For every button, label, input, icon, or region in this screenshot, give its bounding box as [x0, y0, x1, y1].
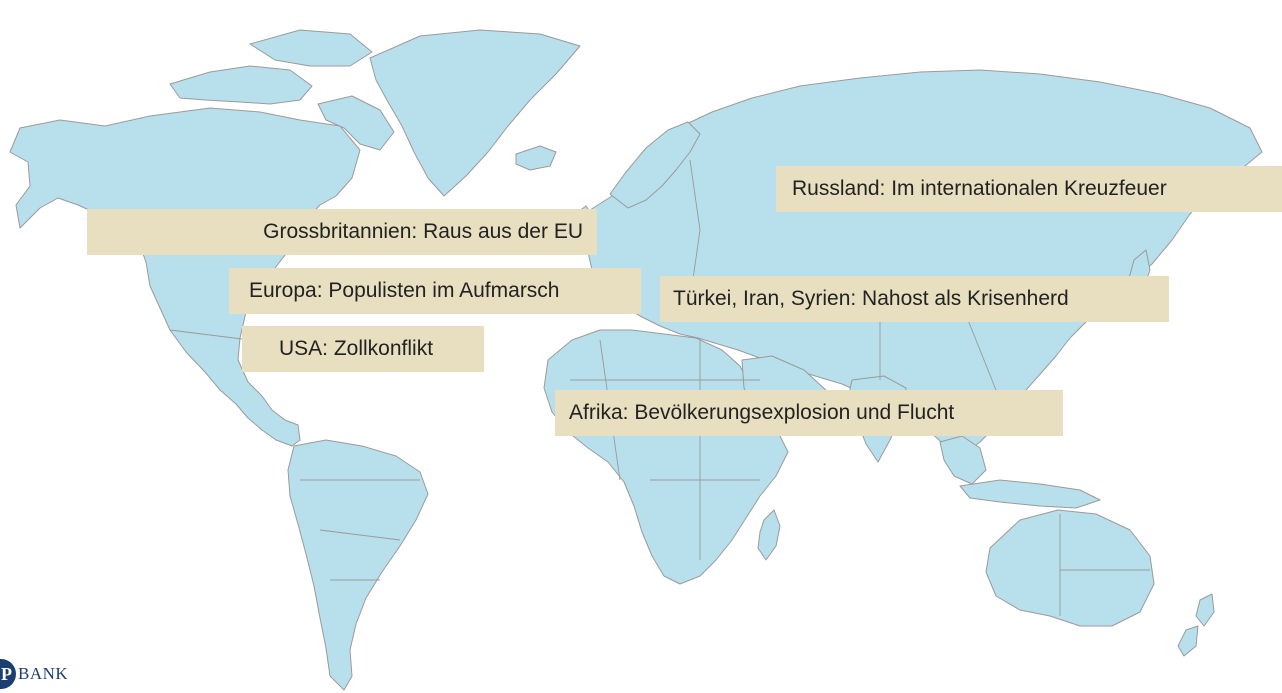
greenland — [369, 29, 581, 197]
southeast-asia — [939, 435, 987, 485]
baffin-island — [317, 95, 395, 151]
north-america — [9, 107, 361, 447]
scandinavia — [609, 121, 701, 209]
bank-logo-text: BANK — [18, 664, 69, 683]
madagascar — [757, 509, 781, 561]
label-russia: Russland: Im internationalen Kreuzfeuer — [776, 166, 1282, 212]
arctic-islands — [169, 65, 313, 105]
arctic-islands-north — [249, 29, 373, 67]
label-usa: USA: Zollkonflikt — [242, 326, 484, 372]
south-america — [287, 439, 429, 691]
label-middle-east: Türkei, Iran, Syrien: Nahost als Krisenh… — [660, 276, 1169, 322]
label-africa: Afrika: Bevölkerungsexplosion und Flucht — [555, 390, 1063, 436]
us-mexico-border — [169, 329, 251, 341]
iceland — [515, 145, 557, 171]
label-great-britain: Grossbritannien: Raus aus der EU — [87, 209, 597, 255]
australia — [985, 509, 1155, 627]
south-america-borders — [300, 479, 420, 581]
new-zealand-south — [1177, 625, 1199, 657]
bank-logo: P BANK — [0, 655, 68, 693]
new-zealand — [1195, 593, 1215, 627]
bank-logo-mark: P — [0, 659, 16, 689]
label-europe: Europa: Populisten im Aufmarsch — [229, 268, 641, 314]
indonesia — [959, 479, 1101, 509]
australia-borders — [1059, 514, 1150, 616]
